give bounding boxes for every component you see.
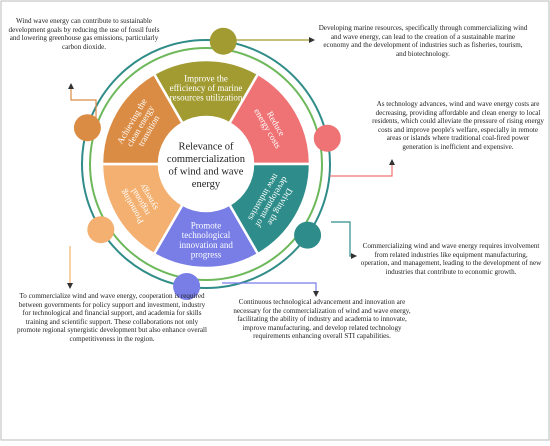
center-title-line: energy bbox=[192, 179, 221, 190]
connector-cost bbox=[330, 159, 395, 177]
segment-label-line: Improve the bbox=[184, 73, 228, 83]
segment-marine-wedge bbox=[152, 58, 260, 126]
node-marine-icon bbox=[209, 27, 237, 55]
note-industries: Commercializing wind and wave energy req… bbox=[360, 242, 542, 276]
note-cost: As technology advances, wind and wave en… bbox=[372, 100, 544, 151]
note-sdg: Wind wave energy can contribute to susta… bbox=[8, 17, 160, 51]
node-sdg-icon bbox=[73, 114, 101, 142]
segment-label-line: Promote bbox=[191, 221, 222, 231]
segment-label-line: resources utilization bbox=[170, 93, 243, 103]
segment-cost: Reduceenergy costs bbox=[227, 72, 312, 166]
outer-ring bbox=[81, 39, 331, 289]
connector-sdg bbox=[68, 83, 97, 128]
node-cost-icon bbox=[313, 124, 341, 152]
segment-label-line: progress bbox=[191, 249, 222, 259]
connector-innovation bbox=[222, 282, 319, 297]
center-title-line: commercialization bbox=[167, 154, 246, 165]
note-innovation: Continuous technological advancement and… bbox=[233, 298, 411, 341]
note-marine: Developing marine resources, specificall… bbox=[318, 24, 528, 58]
segment-sdg: Achieving theclean energytransition bbox=[100, 72, 185, 166]
segment-label-line: efficiency of marine bbox=[170, 83, 243, 93]
note-regional: To commercialize wind and wave energy, c… bbox=[17, 292, 207, 343]
segment-cost-wedge bbox=[227, 72, 312, 166]
center-hub bbox=[161, 119, 251, 209]
segment-industries: Driving thedevelopment ofnew industries bbox=[227, 162, 312, 256]
node-industries-icon bbox=[294, 221, 322, 249]
segment-industries-wedge bbox=[227, 162, 312, 256]
inner-ring bbox=[89, 47, 323, 281]
center-title-line: of wind and wave bbox=[169, 166, 244, 177]
segment-sdg-wedge bbox=[100, 72, 185, 166]
segment-regional-wedge bbox=[100, 162, 185, 256]
connector-industries bbox=[331, 221, 357, 259]
node-regional-icon bbox=[87, 216, 115, 244]
segment-regional: Promotingregionalsynergy bbox=[100, 162, 185, 256]
segment-label-line: innovation and bbox=[179, 240, 233, 250]
node-innovation-icon bbox=[173, 272, 201, 300]
center-title-line: Relevance of bbox=[178, 141, 234, 152]
segment-innovation-wedge bbox=[152, 202, 260, 270]
segment-label-line: technological bbox=[182, 230, 231, 240]
